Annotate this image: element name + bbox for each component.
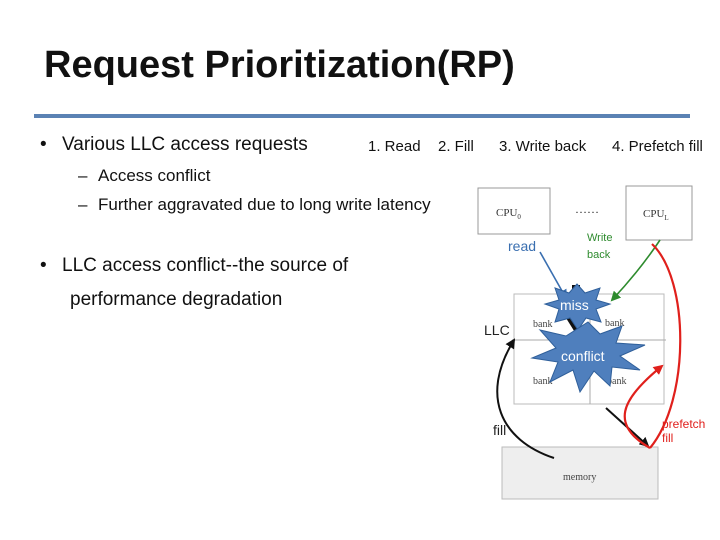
bullet-2: • LLC access conflict--the source of: [40, 255, 348, 277]
sub-bullet-1: –Access conflict: [78, 166, 210, 186]
fill-label: fill: [493, 422, 506, 438]
memory-box: [501, 446, 659, 500]
bullet-1-text: Various LLC access requests: [62, 134, 308, 155]
bullet-dot: •: [40, 255, 47, 276]
writeback-arrow: [610, 239, 661, 302]
request-type-read: 1. Read: [368, 138, 421, 155]
sub-bullet-2-text: Further aggravated due to long write lat…: [98, 195, 431, 214]
conflict-starburst: [530, 321, 646, 394]
cpuL-label: CPUL: [643, 208, 669, 222]
bullet-dot: •: [40, 134, 47, 155]
read-label: read: [508, 238, 536, 254]
bullet-2-line2: performance degradation: [70, 289, 283, 310]
prefetch-request-line: [649, 243, 682, 449]
bank-1: bank: [533, 319, 552, 330]
cpu-ellipsis: ……: [575, 202, 599, 216]
bank-4: bank: [607, 376, 626, 387]
conflict-label: conflict: [561, 348, 605, 364]
bank-3: bank: [533, 376, 552, 387]
miss-label: miss: [560, 297, 589, 313]
bullet-2-line1: LLC access conflict--the source of: [62, 255, 349, 276]
writeback-label-2: back: [587, 249, 611, 261]
sub-bullet-2: –Further aggravated due to long write la…: [78, 195, 431, 215]
request-type-fill: 2. Fill: [438, 138, 474, 155]
prefetch-label-2: fill: [662, 431, 673, 445]
sub-bullet-1-text: Access conflict: [98, 166, 211, 185]
writeback-label-1: Write: [587, 232, 612, 244]
prefetch-fill-arrow: [623, 364, 664, 449]
request-type-writeback: 3. Write back: [499, 138, 587, 155]
bank-2: bank: [605, 318, 624, 329]
sub-dash: –: [78, 195, 88, 214]
llc-label: LLC: [484, 322, 510, 338]
sub-dash: –: [78, 166, 88, 185]
cpu0-box: [477, 187, 551, 235]
fill-arrow: [496, 338, 555, 459]
memory-label: memory: [563, 472, 596, 483]
cpuL-box: [625, 185, 693, 241]
page-title: Request Prioritization(RP): [44, 44, 515, 86]
request-type-prefetch: 4. Prefetch fill: [612, 138, 703, 155]
cpu0-label: CPU0: [496, 207, 521, 221]
prefetch-label-1: prefetch: [662, 417, 705, 431]
bullet-1: • Various LLC access requests: [40, 134, 308, 156]
title-divider: [34, 114, 690, 118]
